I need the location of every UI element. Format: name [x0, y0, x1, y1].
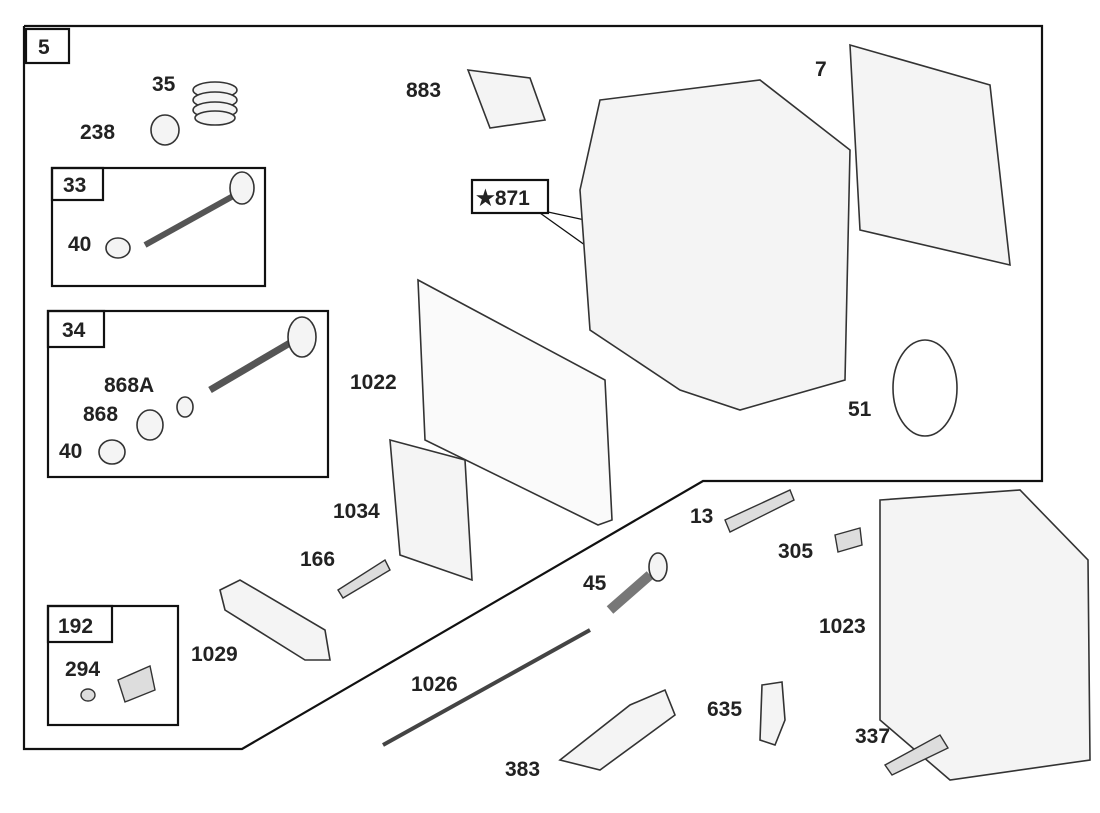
label-305: 305 [778, 540, 813, 563]
rocker-arm-part [219, 579, 331, 661]
box-34-label-box [46, 309, 106, 349]
gasket-intake-part [466, 69, 547, 129]
bolt-part [724, 489, 795, 533]
valve-34-part [98, 316, 317, 465]
label-40-b: 40 [59, 440, 82, 463]
label-35: 35 [152, 73, 176, 96]
label-868: 868 [83, 403, 118, 426]
group-number-box [24, 27, 71, 65]
callout-871: ★871 [476, 187, 530, 210]
group-frame [22, 24, 1044, 751]
cylinder-head-part [579, 79, 851, 411]
valve-33-part [105, 171, 255, 259]
label-1023: 1023 [819, 615, 866, 638]
label-13: 13 [690, 505, 713, 528]
label-7: 7 [815, 58, 827, 81]
label-238: 238 [80, 121, 115, 144]
rocker-cover-part [879, 489, 1091, 781]
screw-part [834, 527, 863, 553]
label-635: 635 [707, 698, 742, 721]
callout-871-box [470, 178, 550, 215]
fitting-part [759, 681, 786, 746]
plate-part [389, 438, 473, 582]
box-192-label-box [46, 604, 114, 644]
box-192-label: 192 [58, 615, 93, 638]
box-33-label-box [50, 166, 105, 202]
label-383: 383 [505, 758, 540, 781]
box-33 [50, 166, 267, 288]
breather-valve-part [117, 665, 156, 703]
label-45: 45 [583, 572, 607, 595]
label-883: 883 [406, 79, 441, 102]
group-number: 5 [38, 36, 50, 59]
spring-part [192, 81, 238, 126]
label-1034: 1034 [333, 500, 380, 523]
head-gasket-part [849, 43, 1011, 267]
label-868a: 868A [104, 374, 154, 397]
oring-part [892, 339, 958, 437]
label-1022: 1022 [350, 371, 397, 394]
spark-plug-part [883, 734, 950, 776]
box-34-label: 34 [62, 319, 86, 342]
label-51: 51 [848, 398, 872, 421]
label-294: 294 [65, 658, 100, 681]
label-40-a: 40 [68, 233, 91, 256]
cap-part [606, 552, 668, 614]
label-166: 166 [300, 548, 335, 571]
breather-seal-part [80, 688, 96, 702]
pushrod-part [382, 628, 591, 747]
label-1029: 1029 [191, 643, 238, 666]
box-33-label: 33 [63, 174, 86, 197]
tool-part [558, 688, 676, 771]
retainer-part [150, 114, 180, 146]
cover-gasket-part [417, 278, 613, 526]
label-337: 337 [855, 725, 890, 748]
stud-part [337, 558, 391, 599]
label-1026: 1026 [411, 673, 458, 696]
box-34 [46, 309, 330, 479]
